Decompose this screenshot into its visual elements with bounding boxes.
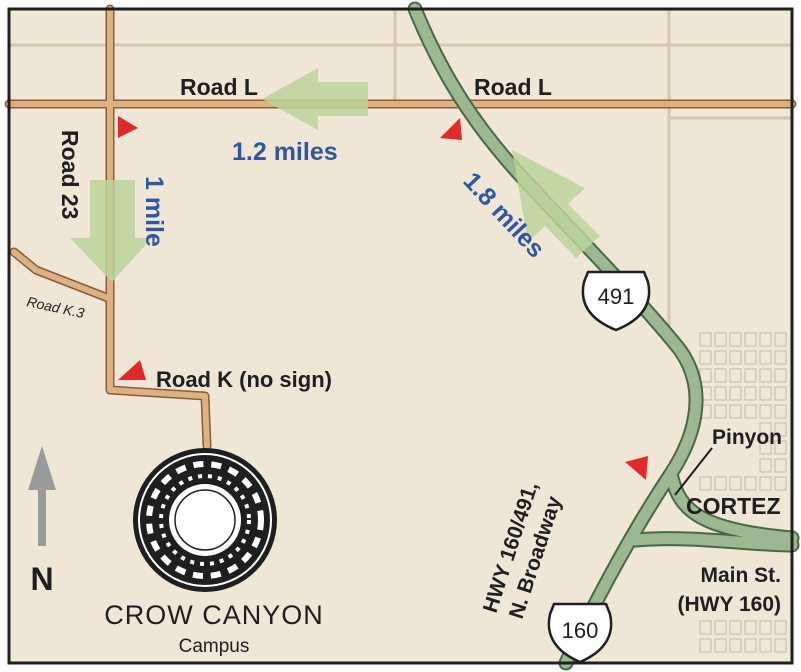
label-road-l-east: Road L: [474, 74, 552, 100]
destination-name: CROW CANYON: [104, 600, 324, 630]
town-block: [714, 368, 727, 383]
town-block: [774, 458, 787, 473]
town-block: [744, 386, 757, 401]
town-block: [699, 620, 712, 635]
crow-canyon-logo-icon: [133, 448, 277, 592]
town-block: [729, 476, 742, 491]
label-road-23: Road 23: [57, 130, 83, 219]
pinyon-leader-line: [674, 447, 713, 496]
town-block: [744, 620, 757, 635]
town-block: [759, 440, 772, 455]
arrow-south-road-23: [70, 180, 152, 282]
label-road-k: Road K (no sign): [156, 367, 332, 392]
turn-marker-hwy-491: [440, 118, 462, 140]
town-block: [774, 638, 787, 653]
label-road-l-west: Road L: [180, 74, 258, 100]
map-frame: [7, 7, 794, 665]
town-block: [729, 404, 742, 419]
label-hwy-160: (HWY 160): [678, 593, 781, 616]
town-block: [774, 368, 787, 383]
town-block: [759, 422, 772, 437]
town-block: [759, 620, 772, 635]
town-block: [714, 638, 727, 653]
destination-sub: Campus: [179, 636, 250, 657]
town-block: [774, 404, 787, 419]
town-block: [774, 332, 787, 347]
town-block: [774, 422, 787, 437]
town-block: [714, 350, 727, 365]
town-block: [714, 476, 727, 491]
town-block: [759, 350, 772, 365]
town-block: [699, 350, 712, 365]
town-block: [729, 386, 742, 401]
cortez-town-grid: [699, 332, 787, 653]
town-block: [774, 476, 787, 491]
town-block: [729, 620, 742, 635]
turn-markers: [118, 116, 648, 480]
distance-road-l: 1.2 miles: [232, 138, 338, 166]
town-block: [759, 332, 772, 347]
town-block: [759, 458, 772, 473]
town-block: [774, 440, 787, 455]
town-block: [759, 638, 772, 653]
town-block: [774, 386, 787, 401]
town-block: [714, 332, 727, 347]
town-block: [744, 350, 757, 365]
town-block: [759, 368, 772, 383]
arrow-west-road-l: [262, 68, 368, 130]
label-cortez: CORTEZ: [686, 493, 781, 519]
turn-marker-cortez: [625, 456, 648, 480]
town-block: [744, 404, 757, 419]
town-block: [699, 638, 712, 653]
town-block: [774, 620, 787, 635]
turn-marker-road-k: [118, 360, 146, 380]
town-block: [759, 476, 772, 491]
distance-road-23: 1 mile: [140, 176, 168, 247]
town-block: [729, 332, 742, 347]
shield-491-label: 491: [598, 284, 635, 309]
town-block: [729, 368, 742, 383]
town-block: [744, 368, 757, 383]
town-block: [714, 620, 727, 635]
town-block: [759, 404, 772, 419]
label-main-st: Main St.: [700, 564, 781, 587]
direction-arrows: [70, 68, 600, 282]
town-block: [744, 332, 757, 347]
town-block: [729, 638, 742, 653]
town-block: [699, 476, 712, 491]
town-block: [744, 638, 757, 653]
label-pinyon: Pinyon: [712, 426, 782, 449]
town-block: [714, 404, 727, 419]
town-block: [699, 332, 712, 347]
north-arrow-icon: N: [28, 446, 56, 597]
arrow-north-hwy-491: [512, 150, 600, 258]
shield-491: 491: [581, 270, 651, 332]
town-block: [744, 476, 757, 491]
turn-marker-road-23: [118, 116, 138, 138]
town-block: [729, 350, 742, 365]
town-block: [759, 386, 772, 401]
compass-label: N: [30, 561, 53, 597]
town-block: [774, 350, 787, 365]
town-block: [714, 386, 727, 401]
shield-160-label: 160: [562, 618, 599, 643]
highway-491-160: [407, 1, 800, 671]
section-grid: [9, 9, 792, 340]
